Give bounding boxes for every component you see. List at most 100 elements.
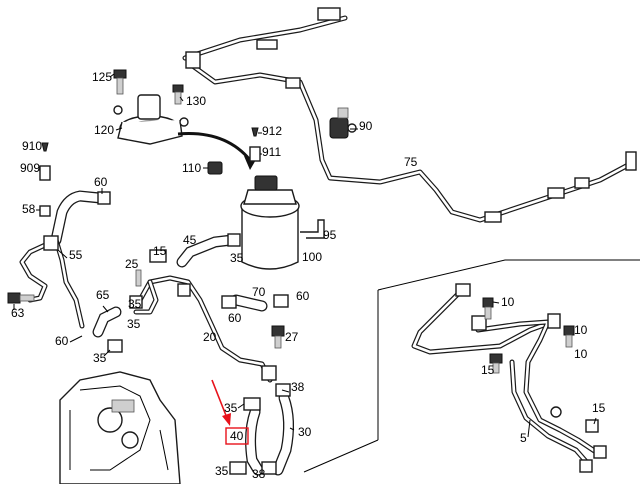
callout-912[interactable]: 912 [262, 124, 282, 138]
hose-30 [261, 383, 295, 476]
callout-110[interactable]: 110 [182, 161, 201, 175]
hose-40 [229, 397, 264, 476]
callout-30[interactable]: 30 [298, 425, 312, 439]
callout-10[interactable]: 10 [501, 295, 515, 309]
hose-45 [176, 233, 241, 268]
callout-number: 35 [224, 401, 238, 415]
callout-75[interactable]: 75 [404, 155, 418, 169]
callout-35[interactable]: 35 [224, 401, 238, 415]
callout-35[interactable]: 35 [215, 464, 229, 478]
callout-90[interactable]: 90 [359, 119, 373, 133]
bolt-10-a [482, 297, 500, 320]
bolt-130 [172, 84, 184, 105]
callout-911[interactable]: 911 [262, 145, 281, 159]
callout-5[interactable]: 5 [520, 431, 527, 445]
callout-number: 10 [501, 295, 515, 309]
hose-70 [221, 294, 289, 312]
callout-15[interactable]: 15 [481, 363, 495, 377]
callout-number: 911 [262, 145, 281, 159]
callout-number: 35 [127, 317, 141, 331]
callout-130[interactable]: 130 [186, 94, 206, 108]
highlight-arrow [211, 379, 231, 426]
callout-number: 30 [298, 425, 312, 439]
callout-25[interactable]: 25 [125, 257, 139, 271]
callout-10[interactable]: 10 [574, 347, 588, 361]
callout-55[interactable]: 55 [69, 248, 83, 262]
callout-15[interactable]: 15 [592, 401, 606, 415]
callout-35[interactable]: 35 [128, 297, 142, 311]
highlight-box [225, 427, 249, 445]
callout-number: 60 [228, 311, 242, 325]
callout-63[interactable]: 63 [11, 306, 25, 320]
callout-number: 20 [203, 330, 217, 344]
callout-65[interactable]: 65 [96, 288, 110, 302]
callout-27[interactable]: 27 [285, 330, 299, 344]
callout-910[interactable]: 910 [22, 139, 42, 153]
fuel-filter-100 [240, 175, 325, 270]
callout-60[interactable]: 60 [55, 334, 69, 348]
callout-35[interactable]: 35 [230, 251, 244, 265]
callout-number: 95 [323, 228, 337, 242]
callout-35[interactable]: 35 [127, 317, 141, 331]
bracket-120 [113, 94, 189, 145]
callout-70[interactable]: 70 [252, 285, 266, 299]
bolt-27 [271, 325, 285, 349]
callout-60[interactable]: 60 [94, 175, 108, 189]
plug-58 [39, 205, 51, 217]
clamp-35-left [103, 339, 123, 357]
callout-number: 110 [182, 161, 201, 175]
pipe-5 [411, 283, 607, 473]
callout-40-highlighted[interactable]: 40 [225, 427, 249, 445]
callout-number: 63 [11, 306, 25, 320]
callout-number: 15 [153, 244, 167, 258]
callout-number: 912 [262, 124, 282, 138]
bolt-25 [135, 269, 142, 287]
callout-35[interactable]: 35 [93, 351, 107, 365]
callout-number: 10 [574, 323, 588, 337]
callout-number: 38 [252, 467, 266, 481]
callout-45[interactable]: 45 [183, 233, 197, 247]
callout-38[interactable]: 38 [291, 380, 305, 394]
callout-number: 60 [296, 289, 310, 303]
pipe-20 [129, 249, 277, 383]
hose-65 [92, 305, 122, 338]
callout-number: 35 [215, 464, 229, 478]
callout-60[interactable]: 60 [296, 289, 310, 303]
callout-909[interactable]: 909 [20, 161, 40, 175]
bolt-63 [7, 292, 35, 310]
callout-number: 909 [20, 161, 40, 175]
callout-number: 38 [291, 380, 305, 394]
fuel-line-75 [182, 7, 637, 223]
callout-number: 70 [252, 285, 266, 299]
connector-912 [251, 127, 259, 137]
callout-number: 65 [96, 288, 110, 302]
callout-20[interactable]: 20 [203, 330, 217, 344]
callout-120[interactable]: 120 [94, 123, 114, 137]
connector-910 [41, 142, 49, 152]
callout-number: 15 [592, 401, 606, 415]
bolt-15-inset [489, 353, 503, 374]
callout-95[interactable]: 95 [323, 228, 337, 242]
callout-58[interactable]: 58 [22, 202, 36, 216]
callout-number: 60 [55, 334, 69, 348]
callout-number: 5 [520, 431, 527, 445]
callout-38[interactable]: 38 [252, 467, 266, 481]
callout-10[interactable]: 10 [574, 323, 588, 337]
callout-number: 90 [359, 119, 373, 133]
callout-number: 100 [302, 250, 322, 264]
callout-15[interactable]: 15 [153, 244, 167, 258]
callout-number: 58 [22, 202, 36, 216]
callout-60[interactable]: 60 [228, 311, 242, 325]
connector-909 [39, 165, 51, 181]
callout-number: 15 [481, 363, 495, 377]
callout-100[interactable]: 100 [302, 250, 322, 264]
callout-labels: 125 130 120 910 909 912 911 90 110 60 75 58 95 45 55 15… [11, 70, 606, 481]
detail-inset [303, 259, 640, 473]
callout-number: 130 [186, 94, 206, 108]
hose-60-upper [50, 188, 111, 246]
callout-number: 45 [183, 233, 197, 247]
callout-number: 910 [22, 139, 42, 153]
callout-number: 27 [285, 330, 299, 344]
callout-125[interactable]: 125 [92, 70, 112, 84]
